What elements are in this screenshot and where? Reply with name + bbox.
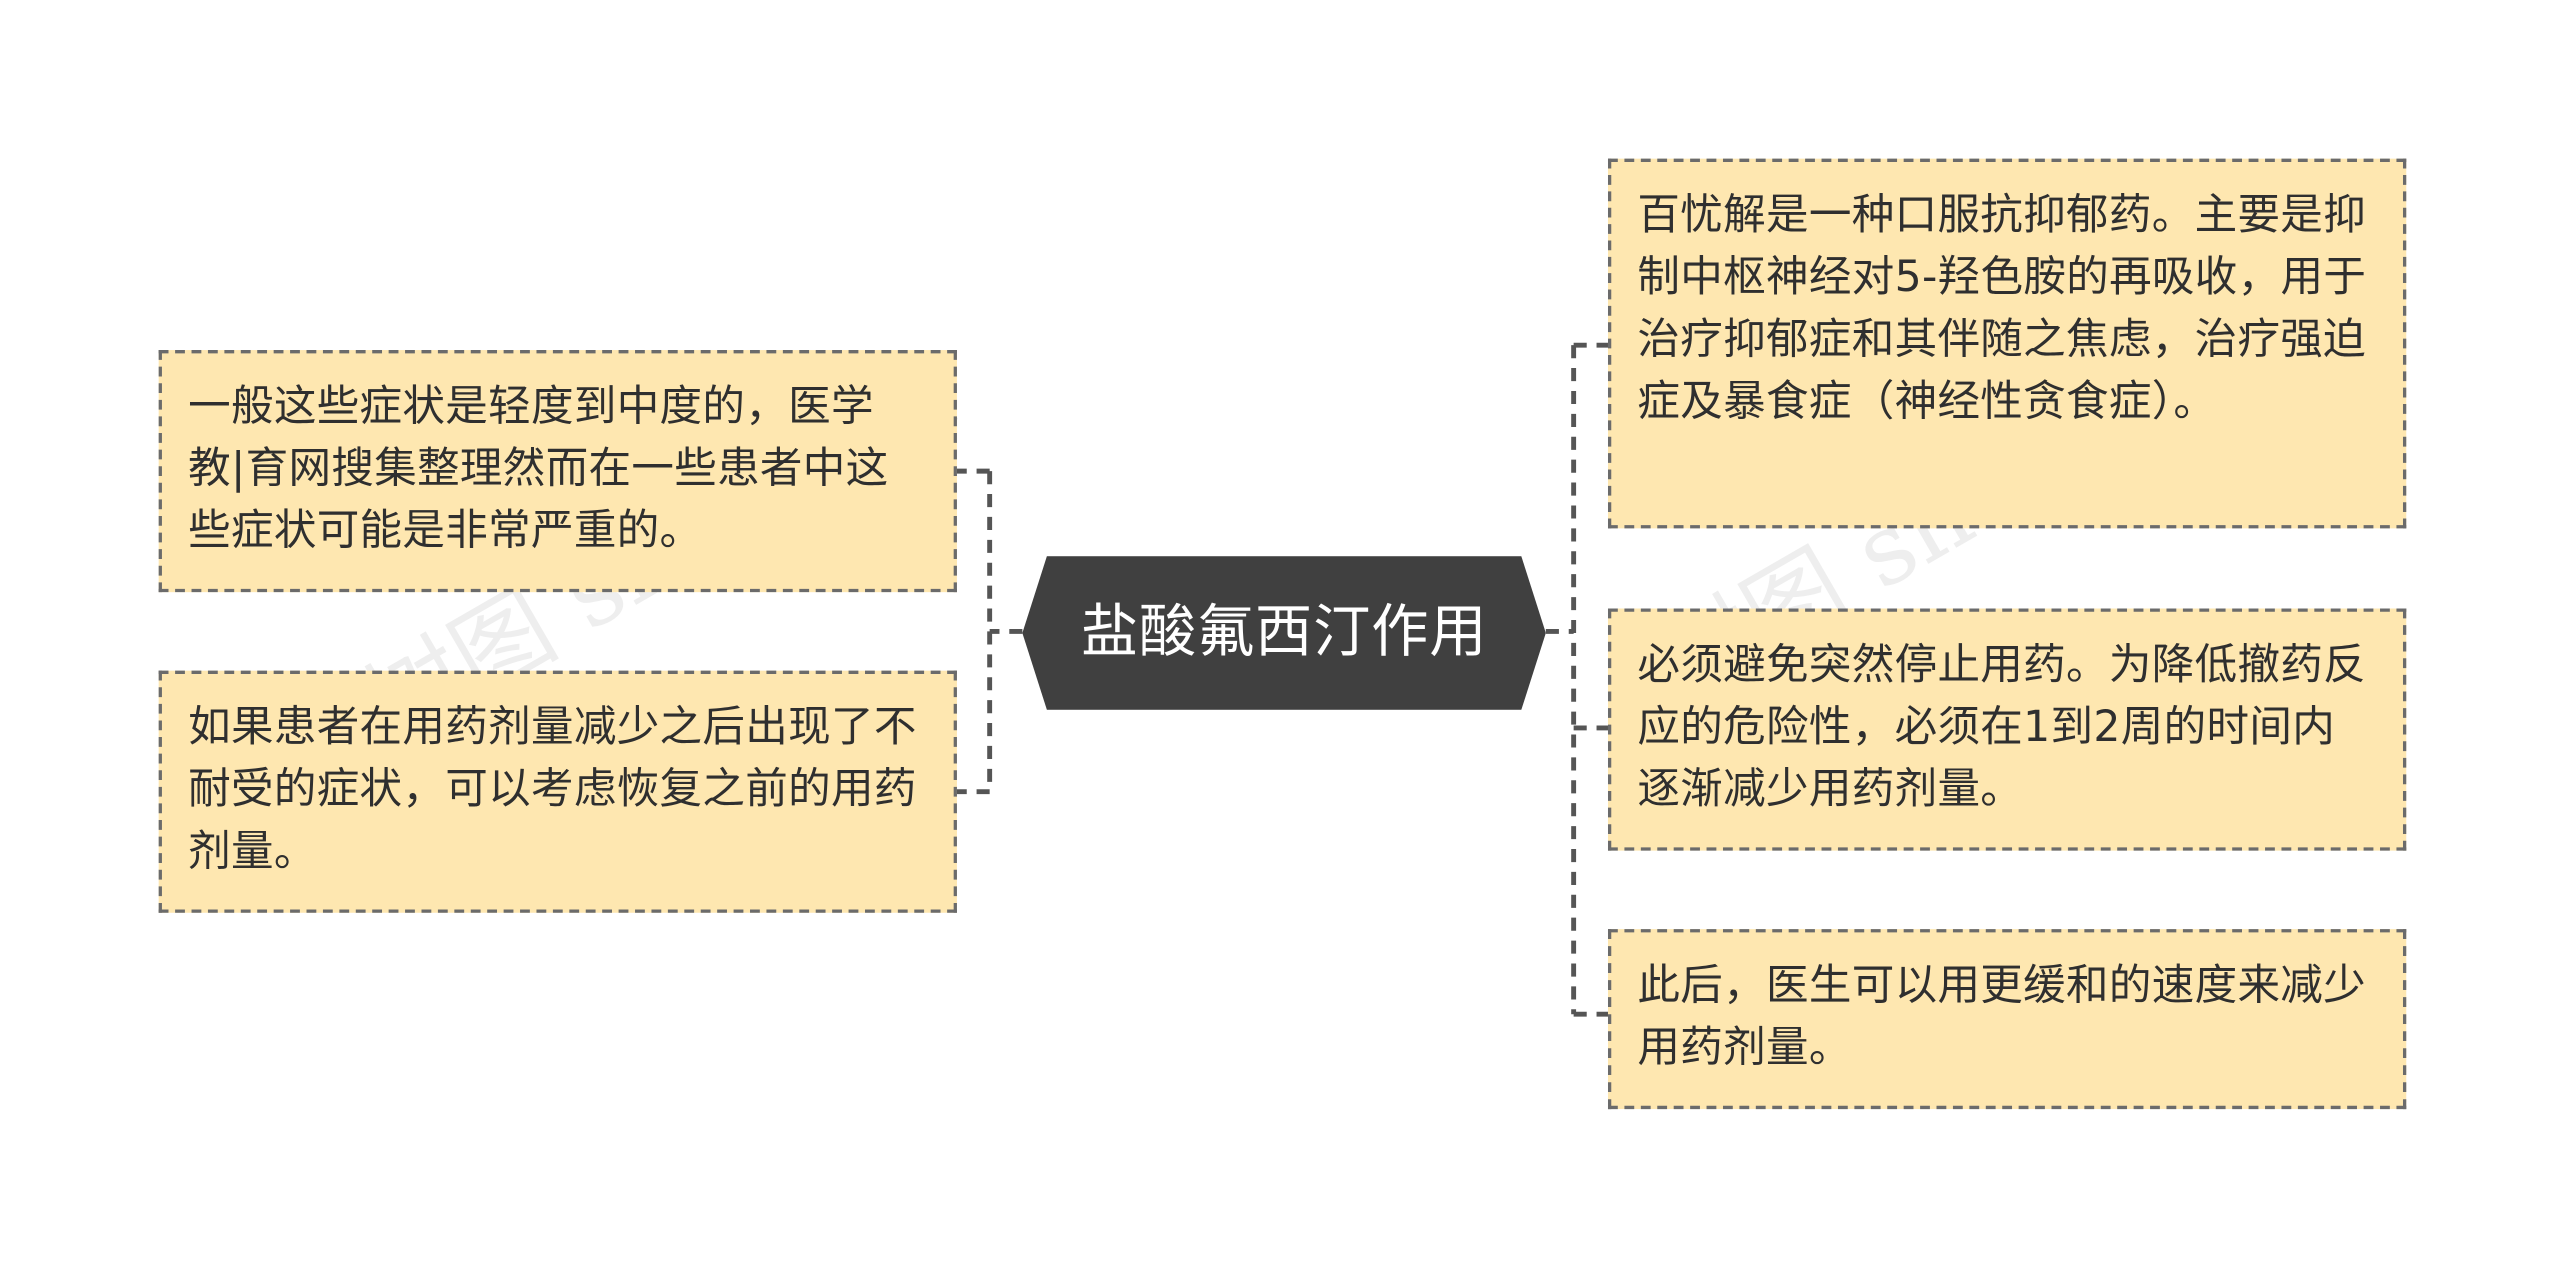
left-topic-2[interactable]: 如果患者在用药剂量减少之后出现了不耐受的症状，可以考虑恢复之前的用药剂量。	[158, 670, 957, 913]
right-topic-3[interactable]: 此后，医生可以用更缓和的速度来减少用药剂量。	[1607, 929, 2407, 1110]
root-hexagon-shape	[1022, 556, 1546, 710]
root-topic[interactable]: 盐酸氟西汀作用	[1022, 556, 1546, 710]
root-topic-label: 盐酸氟西汀作用	[1080, 600, 1488, 666]
right-topic-2[interactable]: 必须避免突然停止用药。为降低撤药反应的危险性，必须在1到2周的时间内逐渐减少用药…	[1607, 608, 2407, 851]
left-topic-1[interactable]: 一般这些症状是轻度到中度的，医学教|育网搜集整理然而在一些患者中这些症状可能是非…	[158, 350, 957, 593]
right-topic-1[interactable]: 百忧解是一种口服抗抑郁药。主要是抑制中枢神经对5-羟色胺的再吸收，用于治疗抑郁症…	[1607, 158, 2407, 529]
